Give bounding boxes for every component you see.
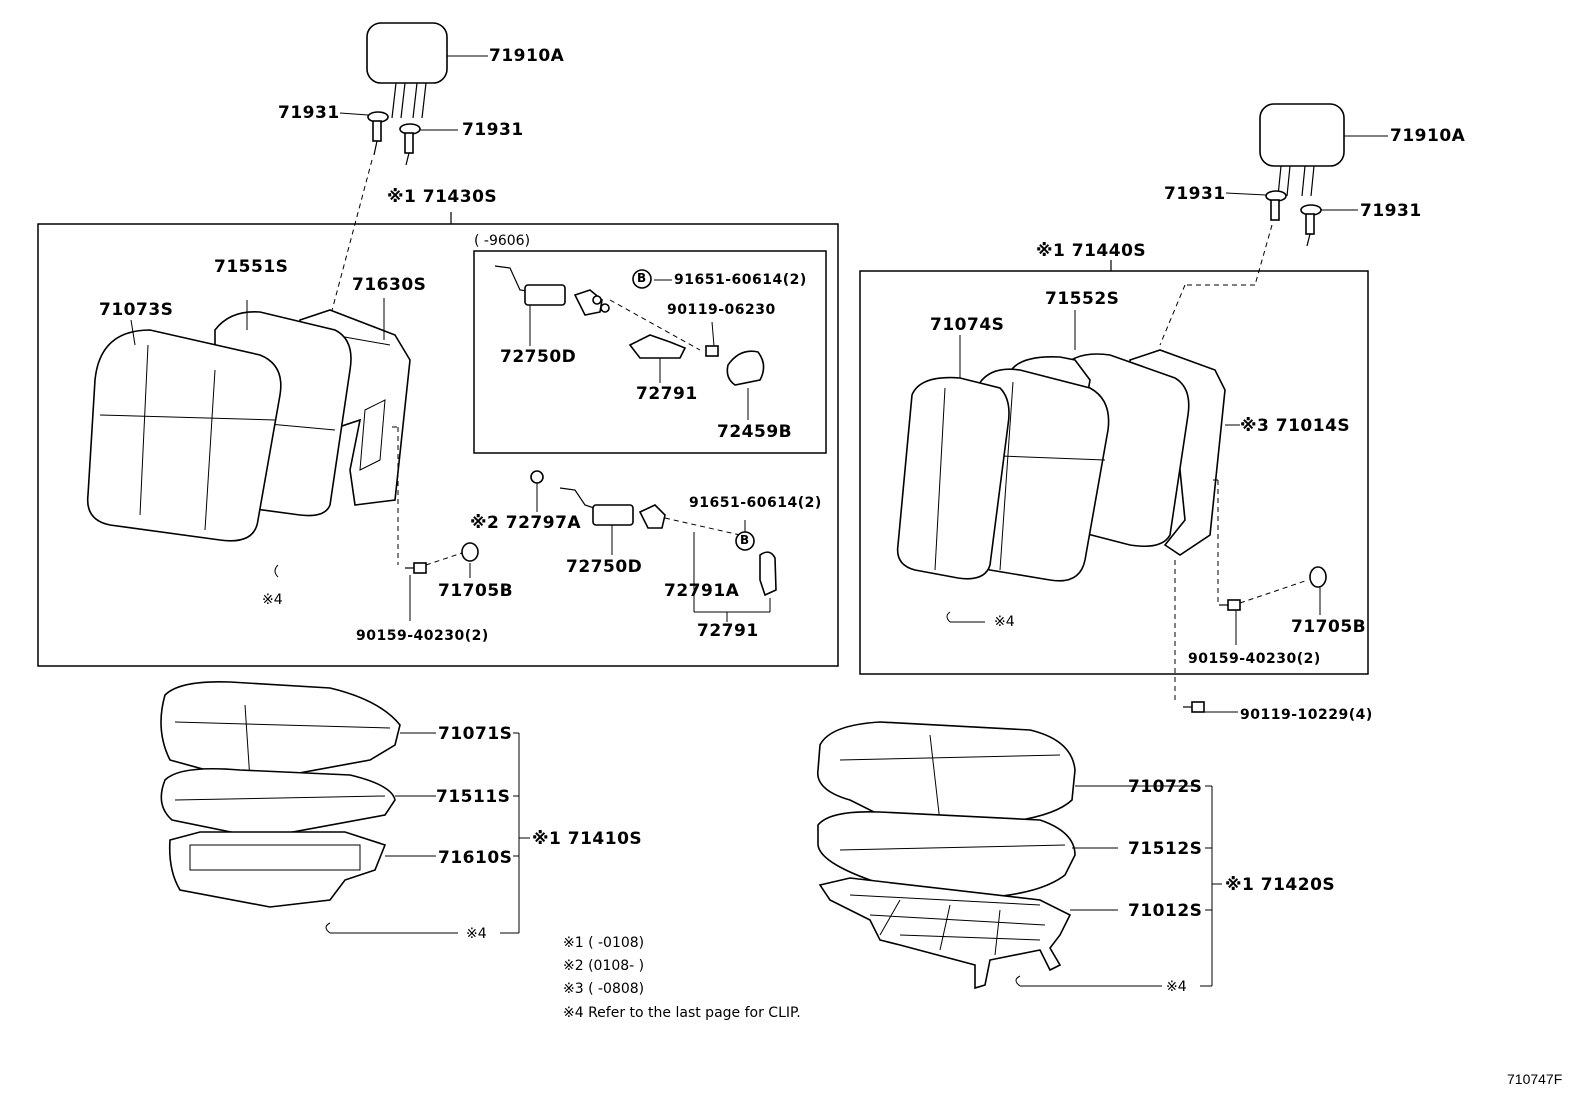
right-seatback-group-box: [859, 270, 1369, 675]
left-seatback-drawing: [86, 298, 411, 578]
part-label-71630S: 71630S: [352, 275, 427, 295]
right-cushion-drawing: [817, 721, 1222, 990]
recliner-lower-drawing: [530, 470, 777, 622]
part-label-71430S: ※1 71430S: [387, 187, 498, 207]
footnote-1: ※1 ( -0108): [563, 935, 645, 951]
drawing-code: 710747F: [1507, 1071, 1563, 1087]
right-screw-and-cap: [1174, 479, 1327, 713]
inset-date-label: ( -9606): [474, 233, 531, 249]
part-label-90159-left: 90159-40230(2): [356, 628, 489, 644]
part-label-72797A: ※2 72797A: [470, 513, 582, 533]
left-seatback-group-box: [37, 223, 839, 667]
part-label-71440S: ※1 71440S: [1036, 241, 1147, 261]
part-label-71071S: 71071S: [438, 724, 513, 744]
part-label-91651-top: 91651-60614(2): [674, 272, 807, 288]
footnote-2: ※2 (0108- ): [563, 958, 645, 974]
left-headrest-drawing: [329, 22, 488, 319]
left-cushion-drawing: [160, 680, 530, 934]
part-label-71073S: 71073S: [99, 300, 174, 320]
part-label-71074S: 71074S: [930, 315, 1005, 335]
part-label-71072S: 71072S: [1128, 777, 1203, 797]
part-label-71511S: 71511S: [436, 787, 511, 807]
part-label-71910A-right: 71910A: [1390, 126, 1466, 146]
part-label-71931-right-a: 71931: [1164, 184, 1226, 204]
part-label-91651-mid: 91651-60614(2): [689, 495, 822, 511]
part-label-71551S: 71551S: [214, 257, 289, 277]
part-label-71910A-left: 71910A: [489, 46, 565, 66]
part-label-72791-top: 72791: [636, 384, 698, 404]
part-label-71931-right-b: 71931: [1360, 201, 1422, 221]
clip-note-left-cushion: ※4: [466, 926, 487, 942]
part-label-72791A: 72791A: [664, 581, 740, 601]
part-label-71931-left-a: 71931: [278, 103, 340, 123]
part-label-71014S: ※3 71014S: [1240, 416, 1351, 436]
b-marker-mid: B: [740, 533, 750, 547]
part-label-71410S: ※1 71410S: [532, 829, 643, 849]
clip-note-left-back: ※4: [262, 592, 283, 608]
b-marker-top: B: [637, 271, 647, 285]
right-seatback-drawing: [896, 310, 1240, 623]
part-label-71610S: 71610S: [438, 848, 513, 868]
part-label-71931-left-b: 71931: [462, 120, 524, 140]
part-label-71705B-right: 71705B: [1291, 617, 1367, 637]
part-label-72750D-mid: 72750D: [566, 557, 643, 577]
part-label-71512S: 71512S: [1128, 839, 1203, 859]
part-label-72750D-top: 72750D: [500, 347, 577, 367]
left-screw-and-cap: [392, 426, 479, 621]
part-label-72459B: 72459B: [717, 422, 793, 442]
part-label-71420S: ※1 71420S: [1225, 875, 1336, 895]
b-marker-top-circle: [632, 269, 652, 289]
part-label-71705B-left: 71705B: [438, 581, 514, 601]
recliner-inset-drawing: [494, 265, 765, 420]
right-headrest-drawing: [1159, 103, 1388, 346]
part-label-90159-right: 90159-40230(2): [1188, 651, 1321, 667]
clip-note-right-back: ※4: [994, 614, 1015, 630]
recliner-inset-box: [473, 250, 827, 454]
part-label-72791-mid: 72791: [697, 621, 759, 641]
footnote-3: ※3 ( -0808): [563, 981, 645, 997]
clip-note-right-cushion: ※4: [1166, 979, 1187, 995]
footnote-4: ※4 Refer to the last page for CLIP.: [563, 1005, 801, 1021]
part-label-90119-10229: 90119-10229(4): [1240, 707, 1373, 723]
part-label-71552S: 71552S: [1045, 289, 1120, 309]
part-label-90119-06230: 90119-06230: [667, 302, 776, 318]
part-label-71012S: 71012S: [1128, 901, 1203, 921]
